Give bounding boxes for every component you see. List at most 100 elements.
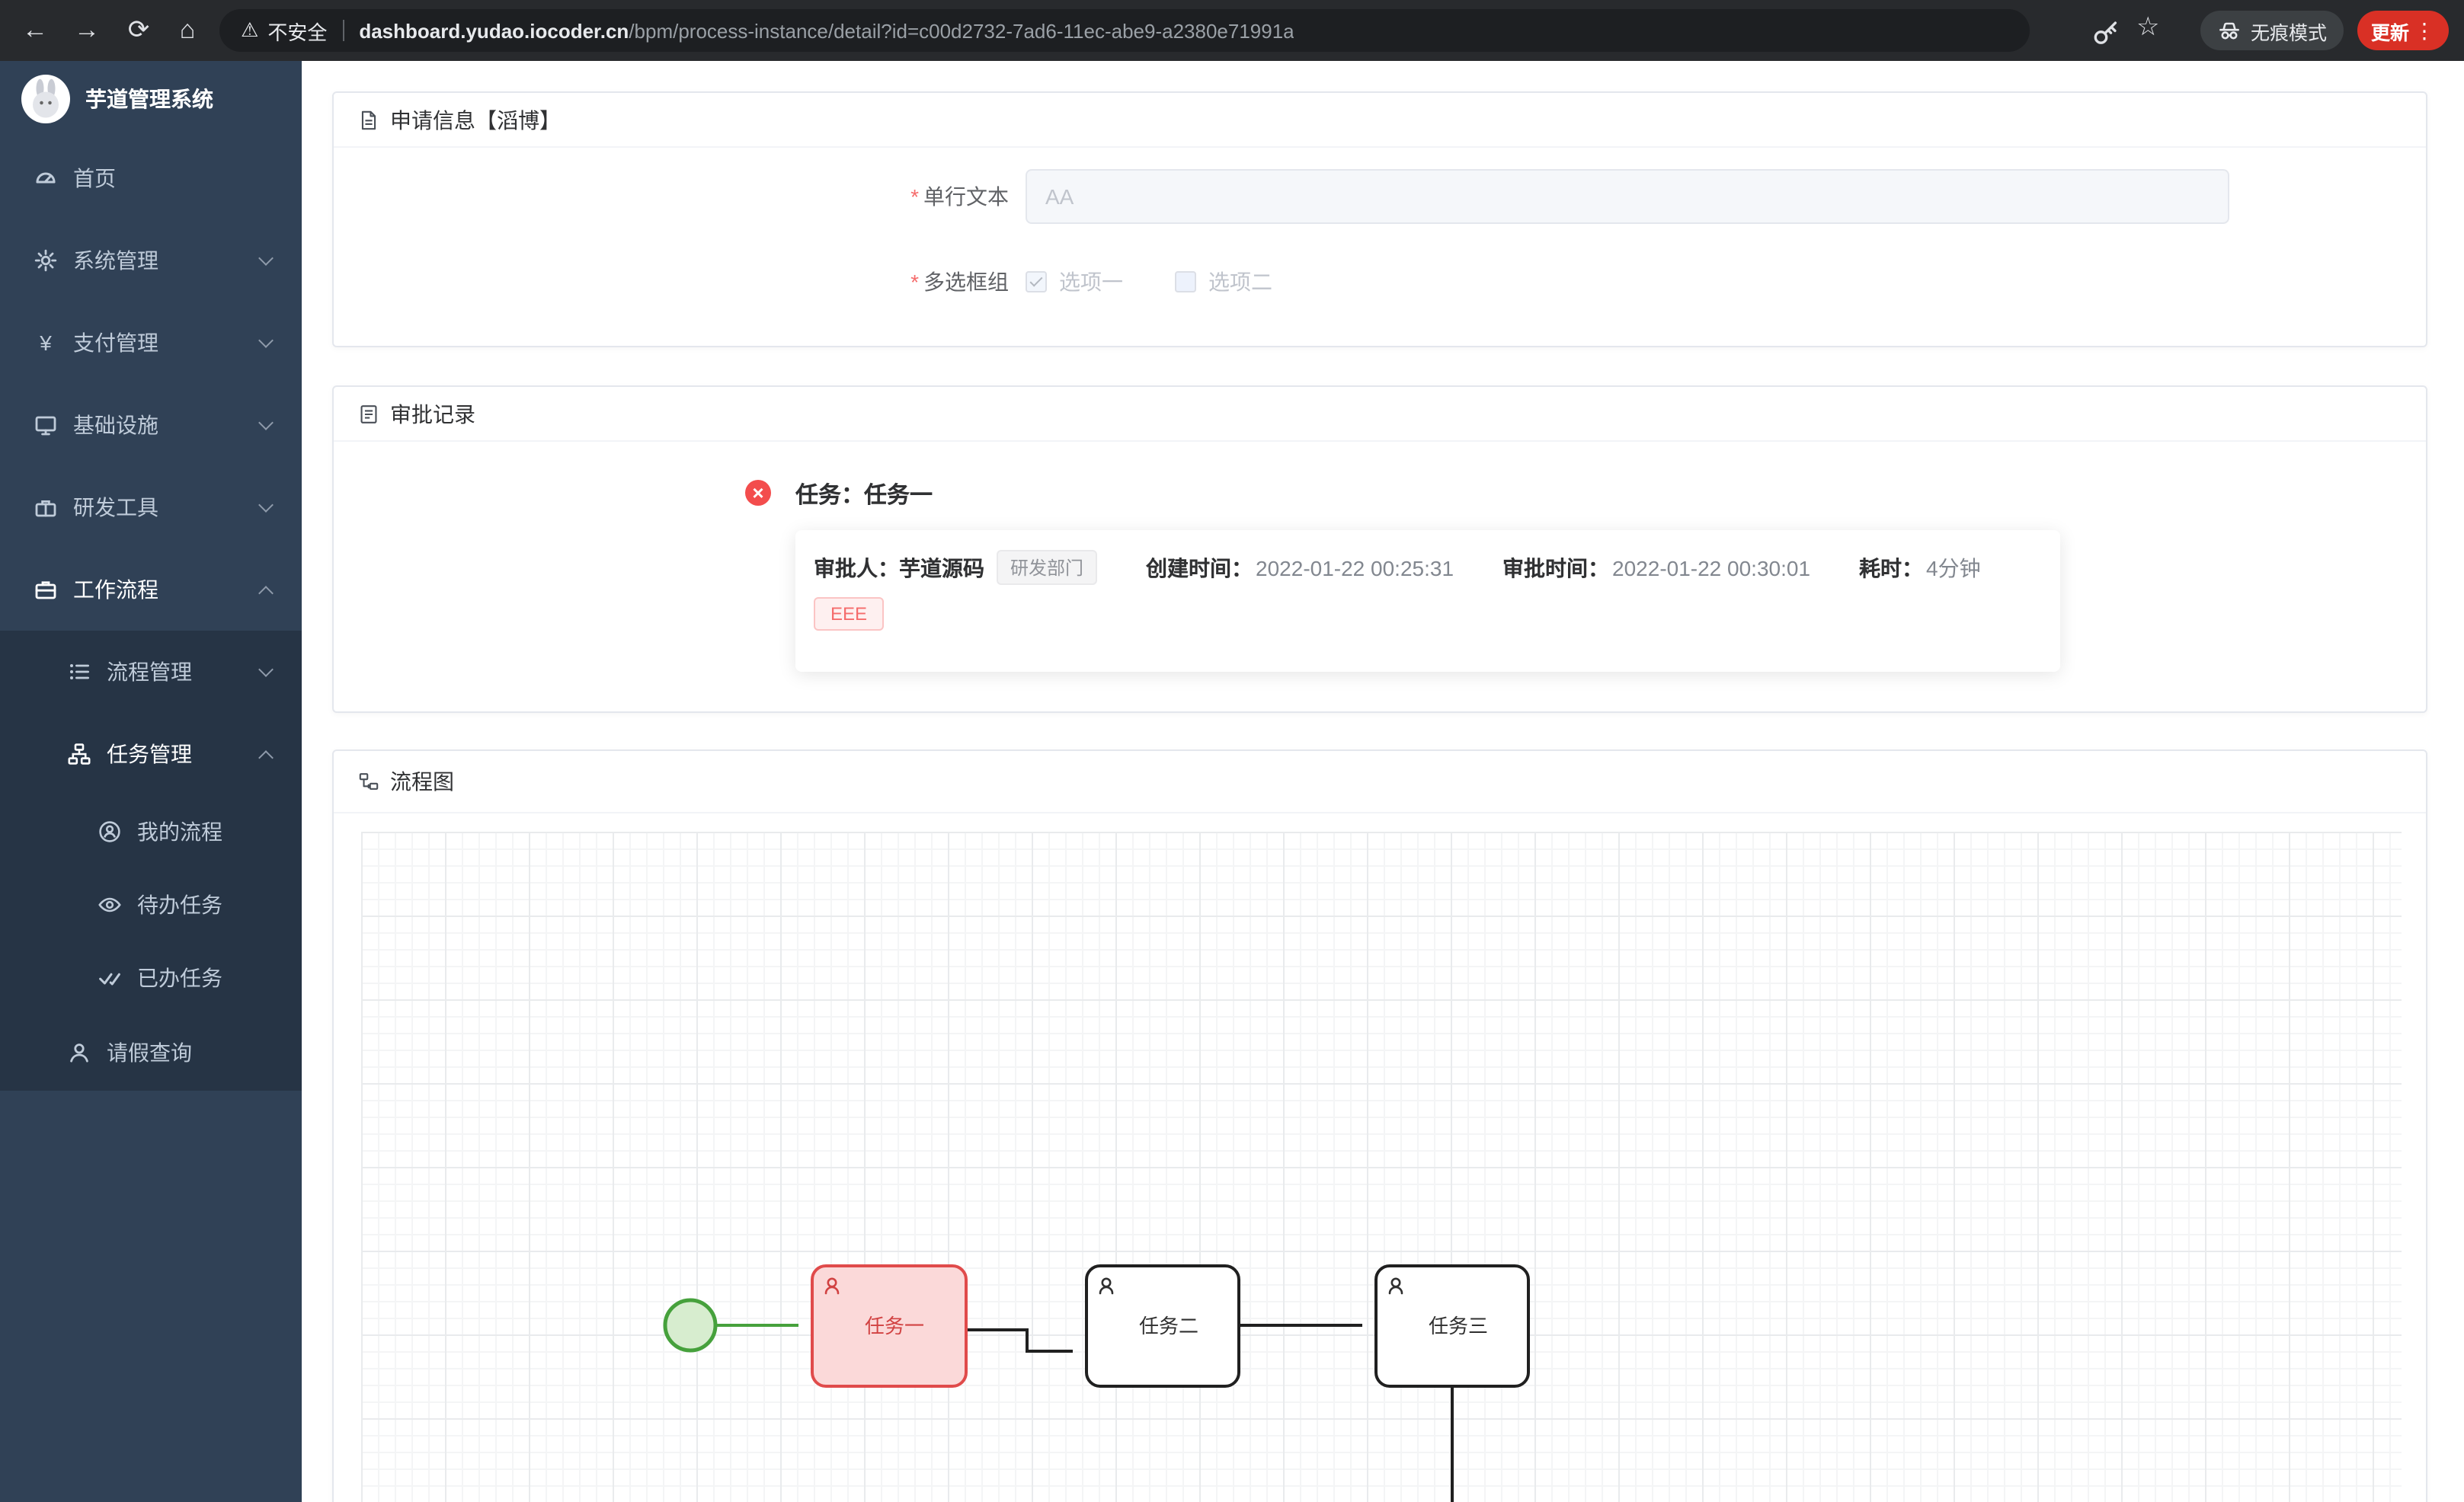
flow-diagram-card: 流程图 任务一 bbox=[332, 749, 2427, 1502]
text-field-label: *单行文本 bbox=[910, 184, 1009, 209]
approval-meta-row: 审批人： 芋道源码 研发部门 创建时间： 2022-01-22 00:25:31… bbox=[814, 550, 2030, 585]
task-title: 任务：任务一 bbox=[795, 483, 933, 509]
eye-icon bbox=[98, 897, 121, 912]
sidebar-item-process-management[interactable]: 流程管理 bbox=[0, 631, 302, 713]
flow-card-header: 流程图 bbox=[334, 751, 2426, 813]
checkbox-group: 选项一 选项二 bbox=[1026, 267, 1272, 297]
sidebar-item-workflow[interactable]: 工作流程 bbox=[0, 548, 302, 631]
sidebar-item-label: 系统管理 bbox=[73, 248, 158, 273]
approve-time-group: 审批时间： 2022-01-22 00:30:01 bbox=[1502, 552, 1810, 583]
task-node-2[interactable]: 任务二 bbox=[1085, 1264, 1240, 1388]
approval-detail-panel: 审批人： 芋道源码 研发部门 创建时间： 2022-01-22 00:25:31… bbox=[795, 530, 2060, 672]
checkbox-option-2[interactable]: 选项二 bbox=[1175, 267, 1272, 297]
task-node-label: 任务二 bbox=[1139, 1315, 1198, 1337]
apply-info-card: 申请信息【滔博】 *单行文本 *多选框组 选项一 选项二 bbox=[332, 91, 2427, 347]
checkbox-group-label: *多选框组 bbox=[910, 270, 1009, 294]
double-check-icon bbox=[99, 973, 120, 986]
incognito-badge: 无痕模式 bbox=[2200, 11, 2344, 50]
sidebar-item-leave-query[interactable]: 请假查询 bbox=[0, 1015, 302, 1091]
incognito-label: 无痕模式 bbox=[2251, 22, 2328, 43]
sidebar-item-home[interactable]: 首页 bbox=[0, 137, 302, 219]
sidebar-item-label: 待办任务 bbox=[137, 893, 222, 917]
sidebar: 芋道管理系统 首页 系统管理 ¥ 支付管理 基础设施 研发工具 工作 bbox=[0, 61, 302, 1502]
sidebar-item-label: 流程管理 bbox=[107, 660, 192, 684]
department-tag: 研发部门 bbox=[997, 550, 1098, 585]
sidebar-item-devtools[interactable]: 研发工具 bbox=[0, 466, 302, 548]
warning-icon: ⚠ bbox=[241, 18, 259, 41]
document-icon bbox=[361, 110, 376, 129]
person-circle-icon bbox=[99, 821, 120, 842]
start-event-node[interactable] bbox=[663, 1298, 718, 1353]
bpmn-canvas[interactable]: 任务一 任务二 任务三 bbox=[361, 832, 2402, 1502]
required-mark: * bbox=[910, 184, 919, 209]
yen-icon: ¥ bbox=[40, 331, 52, 355]
refresh-icon[interactable]: ⟳ bbox=[127, 15, 150, 44]
duration-label: 耗时： bbox=[1859, 555, 1924, 580]
rejected-status-icon: × bbox=[745, 480, 771, 506]
chevron-down-icon bbox=[258, 332, 274, 347]
brand-logo: 芋道管理系统 bbox=[0, 61, 302, 137]
approval-record-card: 审批记录 × 任务：任务一 审批人： 芋道源码 研发部门 创建时间： 2022-… bbox=[332, 385, 2427, 713]
single-line-text-input[interactable] bbox=[1026, 169, 2229, 224]
chevron-down-icon bbox=[258, 250, 274, 265]
flow-icon bbox=[359, 773, 379, 790]
approver-label: 审批人： bbox=[814, 555, 899, 580]
checkbox-option-1[interactable]: 选项一 bbox=[1026, 267, 1123, 297]
sidebar-item-label: 工作流程 bbox=[73, 577, 158, 602]
address-bar[interactable]: ⚠ 不安全 dashboard.yudao.iocoder.cn/bpm/pro… bbox=[219, 9, 2030, 52]
sidebar-item-done-tasks[interactable]: 已办任务 bbox=[0, 941, 302, 1015]
security-label[interactable]: 不安全 bbox=[267, 21, 328, 43]
task-node-label: 任务一 bbox=[865, 1315, 924, 1337]
back-icon[interactable]: ← bbox=[22, 15, 48, 44]
forward-icon[interactable]: → bbox=[74, 15, 100, 44]
sidebar-item-label: 研发工具 bbox=[73, 495, 158, 519]
sidebar-item-label: 基础设施 bbox=[73, 413, 158, 437]
sidebar-item-my-processes[interactable]: 我的流程 bbox=[0, 795, 302, 868]
url-text: dashboard.yudao.iocoder.cn/bpm/process-i… bbox=[359, 19, 1294, 42]
chevron-down-icon bbox=[258, 414, 274, 430]
sidebar-item-label: 我的流程 bbox=[137, 820, 222, 844]
create-time-label: 创建时间： bbox=[1146, 555, 1253, 580]
kebab-menu-icon[interactable]: ⋮ bbox=[2414, 18, 2436, 43]
flow-arrow-task1-to-task2 bbox=[966, 1328, 1097, 1363]
approver-group: 审批人： 芋道源码 研发部门 bbox=[814, 550, 1098, 585]
org-tree-icon bbox=[68, 743, 91, 765]
comment-tag: EEE bbox=[814, 597, 885, 631]
incognito-icon bbox=[2219, 22, 2239, 40]
gear-icon bbox=[34, 249, 57, 272]
briefcase-icon bbox=[35, 581, 56, 599]
approval-card-title: 审批记录 bbox=[390, 401, 475, 426]
task-node-1[interactable]: 任务一 bbox=[811, 1264, 968, 1388]
task-node-3[interactable]: 任务三 bbox=[1374, 1264, 1530, 1388]
dashboard-icon bbox=[36, 172, 56, 184]
address-separator bbox=[342, 20, 344, 41]
home-icon[interactable]: ⌂ bbox=[179, 15, 196, 44]
brand-title: 芋道管理系统 bbox=[85, 87, 213, 111]
bookmark-star-icon[interactable]: ☆ bbox=[2136, 12, 2160, 41]
checkbox-unchecked-icon[interactable] bbox=[1175, 271, 1196, 292]
sidebar-item-todo-tasks[interactable]: 待办任务 bbox=[0, 868, 302, 941]
user-icon bbox=[70, 1043, 88, 1063]
sidebar-submenu-workflow: 流程管理 任务管理 我的流程 待办任务 已办任务 请假 bbox=[0, 631, 302, 1091]
sidebar-item-label: 任务管理 bbox=[107, 742, 192, 766]
sidebar-item-task-management[interactable]: 任务管理 bbox=[0, 713, 302, 795]
flow-card-title: 流程图 bbox=[390, 769, 454, 794]
sidebar-item-infrastructure[interactable]: 基础设施 bbox=[0, 384, 302, 466]
browser-toolbar: ← → ⟳ ⌂ ⚠ 不安全 dashboard.yudao.iocoder.cn… bbox=[0, 0, 2464, 61]
update-button[interactable]: 更新 ⋮ bbox=[2357, 11, 2450, 50]
apply-card-title: 申请信息【滔博】 bbox=[390, 107, 561, 132]
chevron-up-icon bbox=[258, 749, 274, 765]
sidebar-item-payment[interactable]: ¥ 支付管理 bbox=[0, 302, 302, 384]
apply-card-header: 申请信息【滔博】 bbox=[334, 93, 2426, 148]
duration-value: 4分钟 bbox=[1926, 555, 1981, 580]
checkbox-checked-icon[interactable] bbox=[1026, 271, 1047, 292]
key-icon[interactable] bbox=[2091, 17, 2118, 44]
toolbox-icon bbox=[35, 500, 56, 517]
chevron-down-icon bbox=[258, 497, 274, 512]
form-icon bbox=[360, 404, 377, 423]
approver-name: 芋道源码 bbox=[899, 555, 984, 580]
bpmn-diagram: 任务一 任务二 任务三 bbox=[663, 1264, 1530, 1502]
sidebar-item-label: 请假查询 bbox=[107, 1040, 192, 1065]
checkbox-label: 选项一 bbox=[1059, 270, 1123, 294]
sidebar-item-system[interactable]: 系统管理 bbox=[0, 219, 302, 302]
